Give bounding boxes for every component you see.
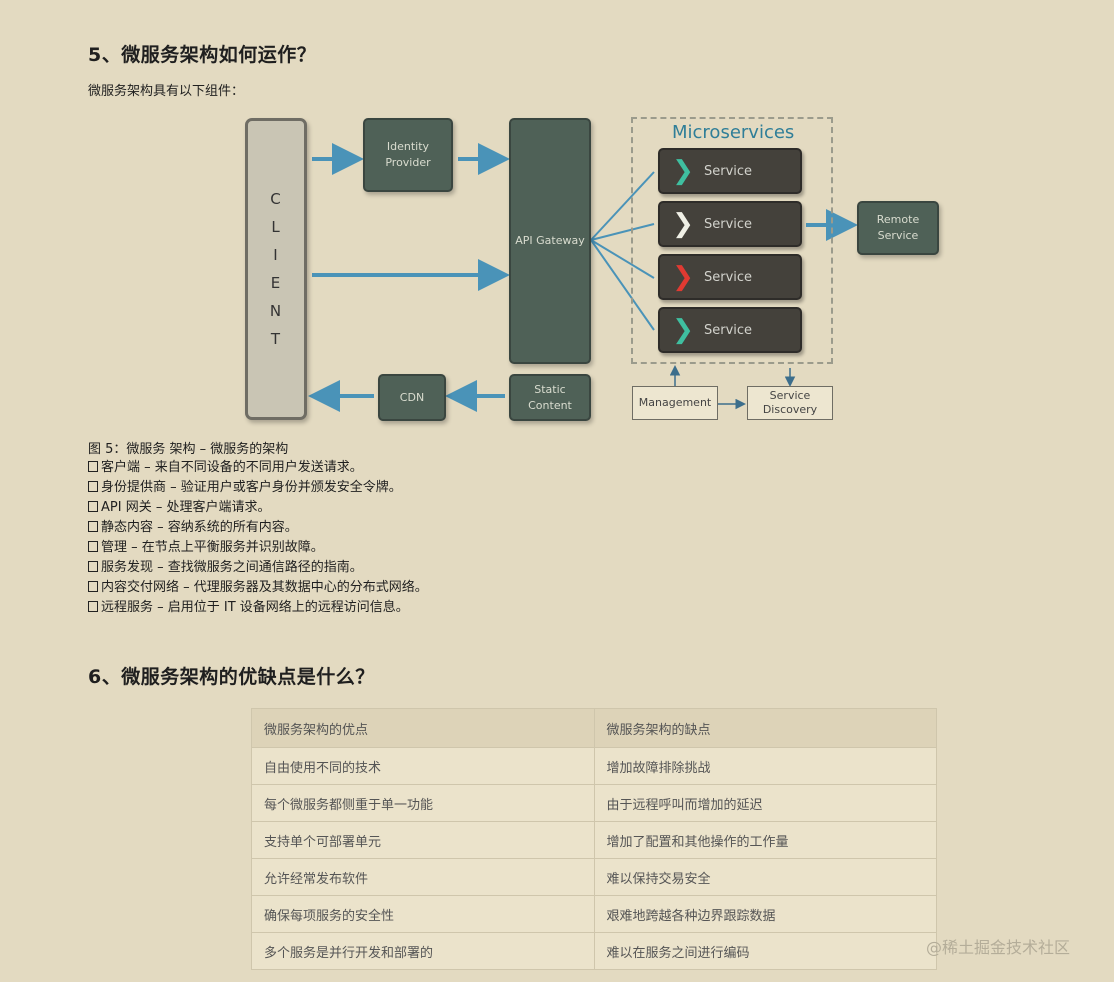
microservices-architecture-diagram: C L I E N T Identity Provider API Gatewa… [240, 112, 960, 428]
microservices-title: Microservices [672, 122, 795, 143]
checkbox-glyph-icon [88, 501, 98, 512]
management-box: Management [632, 386, 718, 420]
service-label: Service [704, 216, 753, 232]
service-box: ❯ Service [658, 148, 802, 194]
microservices-group-frame [631, 117, 833, 364]
section-5-intro: 微服务架构具有以下组件： [88, 84, 245, 99]
service-box: ❯ Service [658, 254, 802, 300]
list-item: 管理 – 在节点上平衡服务并识别故障。 [88, 538, 428, 558]
table-row: 多个服务是并行开发和部署的 难以在服务之间进行编码 [251, 932, 937, 970]
list-item: 服务发现 – 查找微服务之间通信路径的指南。 [88, 558, 428, 578]
checkbox-glyph-icon [88, 521, 98, 532]
list-item: 远程服务 – 启用位于 IT 设备网络上的远程访问信息。 [88, 598, 428, 618]
pros-cons-table: 微服务架构的优点 微服务架构的缺点 自由使用不同的技术 增加故障排除挑战 每个微… [251, 708, 937, 970]
table-cell: 自由使用不同的技术 [251, 747, 595, 785]
client-letter: I [273, 246, 279, 264]
list-item: 静态内容 – 容纳系统的所有内容。 [88, 518, 428, 538]
table-cell: 允许经常发布软件 [251, 858, 595, 896]
chevron-right-icon: ❯ [672, 156, 694, 186]
service-discovery-box: Service Discovery [747, 386, 833, 420]
service-label: Service [704, 269, 753, 285]
identity-provider-box: Identity Provider [363, 118, 453, 192]
list-item: 客户端 – 来自不同设备的不同用户发送请求。 [88, 458, 428, 478]
service-box: ❯ Service [658, 201, 802, 247]
list-item-text: 服务发现 – 查找微服务之间通信路径的指南。 [101, 560, 363, 575]
table-cell: 难以在服务之间进行编码 [593, 932, 937, 970]
table-cell: 增加了配置和其他操作的工作量 [593, 821, 937, 859]
client-letter: N [269, 302, 283, 320]
checkbox-glyph-icon [88, 601, 98, 612]
chevron-right-icon: ❯ [672, 315, 694, 345]
checkbox-glyph-icon [88, 561, 98, 572]
table-row: 每个微服务都侧重于单一功能 由于远程呼叫而增加的延迟 [251, 784, 937, 822]
column-header-cons: 微服务架构的缺点 [593, 708, 937, 748]
list-item: 内容交付网络 – 代理服务器及其数据中心的分布式网络。 [88, 578, 428, 598]
chevron-right-icon: ❯ [672, 262, 694, 292]
table-cell: 多个服务是并行开发和部署的 [251, 932, 595, 970]
checkbox-glyph-icon [88, 481, 98, 492]
list-item: 身份提供商 – 验证用户或客户身份并颁发安全令牌。 [88, 478, 428, 498]
table-cell: 每个微服务都侧重于单一功能 [251, 784, 595, 822]
table-cell: 确保每项服务的安全性 [251, 895, 595, 933]
checkbox-glyph-icon [88, 581, 98, 592]
client-box: C L I E N T [245, 118, 307, 420]
list-item-text: 远程服务 – 启用位于 IT 设备网络上的远程访问信息。 [101, 600, 409, 615]
list-item-text: 身份提供商 – 验证用户或客户身份并颁发安全令牌。 [101, 480, 402, 495]
checkbox-glyph-icon [88, 541, 98, 552]
section-5-heading: 5、微服务架构如何运作？ [88, 44, 317, 66]
table-cell: 难以保持交易安全 [593, 858, 937, 896]
table-row: 确保每项服务的安全性 艰难地跨越各种边界跟踪数据 [251, 895, 937, 933]
table-cell: 由于远程呼叫而增加的延迟 [593, 784, 937, 822]
component-list: 客户端 – 来自不同设备的不同用户发送请求。 身份提供商 – 验证用户或客户身份… [88, 458, 428, 618]
client-letter: T [270, 330, 282, 348]
client-letter: L [271, 218, 281, 236]
chevron-right-icon: ❯ [672, 209, 694, 239]
service-label: Service [704, 163, 753, 179]
figure-caption: 图 5：微服务 架构 – 微服务的架构 [88, 442, 289, 457]
diagram-arrows [308, 143, 858, 412]
table-cell: 艰难地跨越各种边界跟踪数据 [593, 895, 937, 933]
cdn-box: CDN [378, 374, 446, 421]
list-item-text: 管理 – 在节点上平衡服务并识别故障。 [101, 540, 324, 555]
table-cell: 支持单个可部署单元 [251, 821, 595, 859]
client-letter: E [270, 274, 282, 292]
checkbox-glyph-icon [88, 461, 98, 472]
client-letter: C [270, 190, 282, 208]
table-row: 支持单个可部署单元 增加了配置和其他操作的工作量 [251, 821, 937, 859]
list-item-text: 静态内容 – 容纳系统的所有内容。 [101, 520, 298, 535]
table-header-row: 微服务架构的优点 微服务架构的缺点 [251, 708, 937, 748]
table-cell: 增加故障排除挑战 [593, 747, 937, 785]
list-item-text: 内容交付网络 – 代理服务器及其数据中心的分布式网络。 [101, 580, 428, 595]
service-box: ❯ Service [658, 307, 802, 353]
column-header-pros: 微服务架构的优点 [251, 708, 595, 748]
table-row: 自由使用不同的技术 增加故障排除挑战 [251, 747, 937, 785]
remote-service-box: Remote Service [857, 201, 939, 255]
api-gateway-box: API Gateway [509, 118, 591, 364]
list-item-text: API 网关 – 处理客户端请求。 [101, 500, 271, 515]
watermark: @稀土掘金技术社区 [926, 938, 1071, 957]
list-item-text: 客户端 – 来自不同设备的不同用户发送请求。 [101, 460, 363, 475]
list-item: API 网关 – 处理客户端请求。 [88, 498, 428, 518]
section-6-heading: 6、微服务架构的优缺点是什么？ [88, 666, 375, 688]
static-content-box: Static Content [509, 374, 591, 421]
table-row: 允许经常发布软件 难以保持交易安全 [251, 858, 937, 896]
service-label: Service [704, 322, 753, 338]
